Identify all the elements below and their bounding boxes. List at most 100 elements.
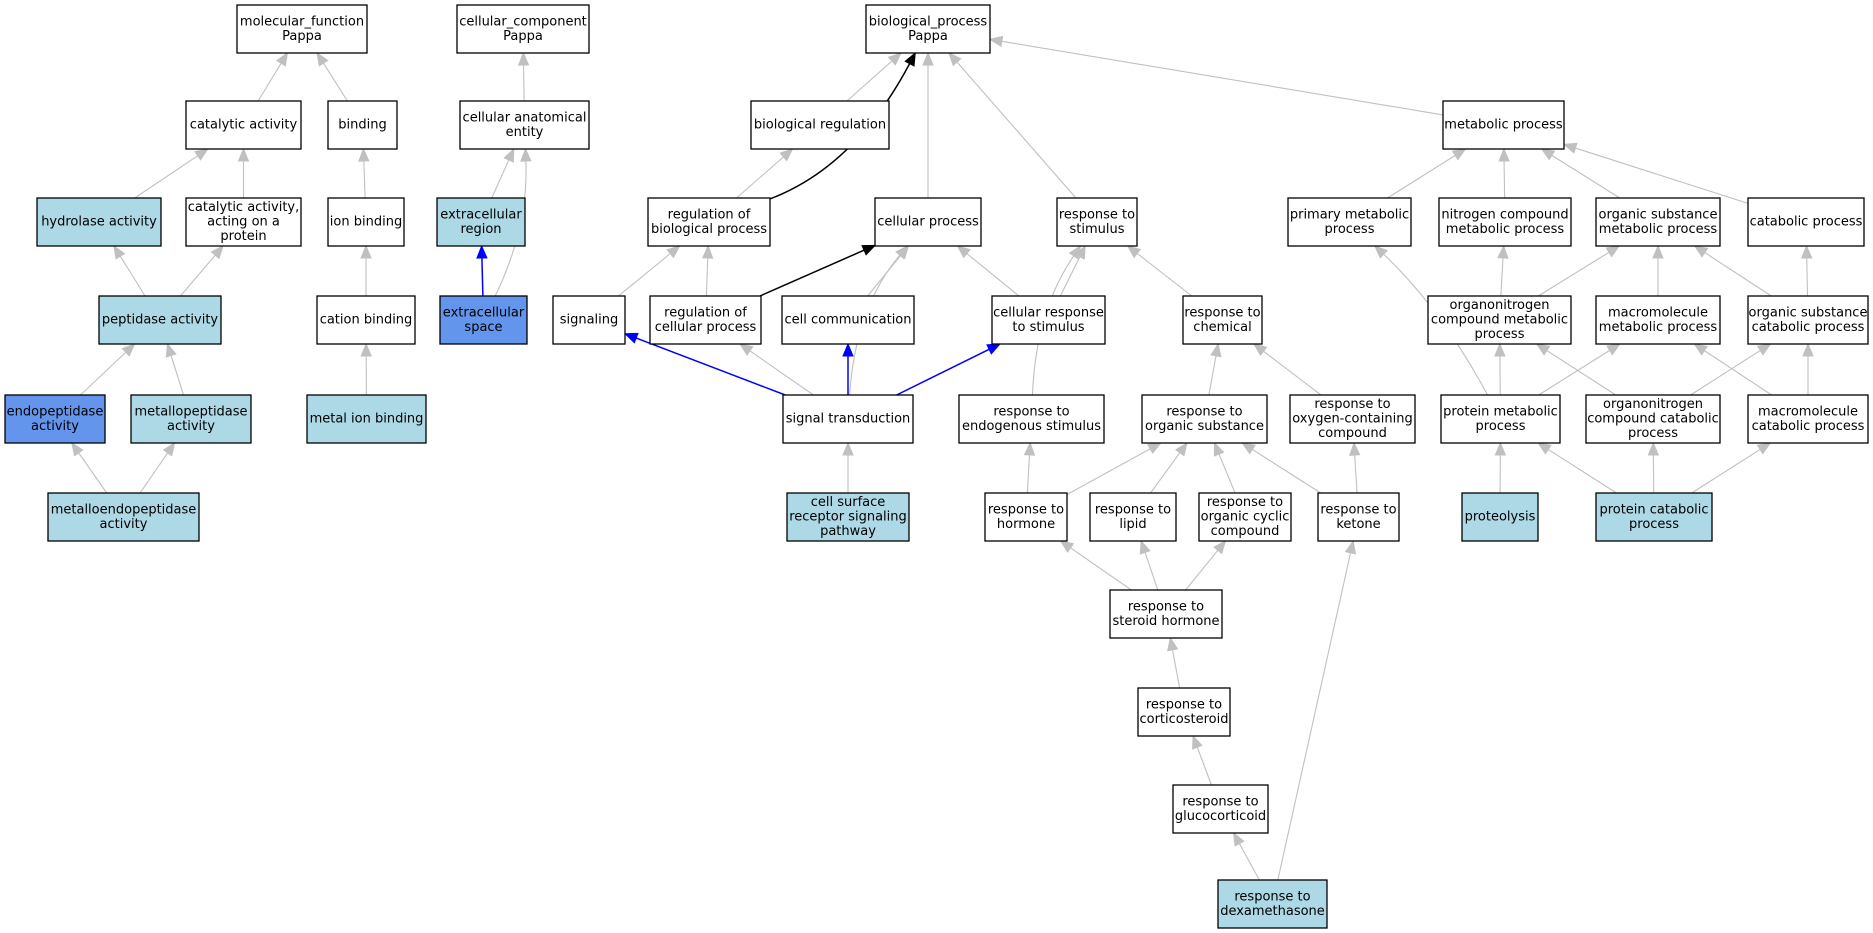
node-box <box>47 492 200 542</box>
edge-line <box>323 62 348 102</box>
edge-line <box>896 348 990 396</box>
edge-line <box>119 255 146 297</box>
edge-protmp-to-mmp <box>1538 343 1621 396</box>
edge-arrowhead <box>1210 342 1222 358</box>
edge-arrowhead <box>194 148 209 161</box>
edge-line <box>1806 257 1809 297</box>
node-box <box>647 197 771 247</box>
node-label: response to <box>1314 397 1390 412</box>
edge-arrowhead <box>1147 442 1162 455</box>
edge-line <box>78 452 108 494</box>
node-label: biological_process <box>869 14 988 29</box>
node-box <box>1747 197 1865 247</box>
edge-arrowhead <box>666 245 681 259</box>
edge-line <box>1070 547 1132 591</box>
node-box <box>1438 197 1572 247</box>
edge-arrowhead <box>904 51 916 67</box>
node-box <box>456 4 590 54</box>
node-box <box>1141 394 1268 444</box>
edge-met-to-bp <box>988 35 1444 116</box>
edge-line <box>1538 251 1610 297</box>
node-label: activity <box>31 419 79 434</box>
edge-arrowhead <box>1174 441 1188 457</box>
node-label: organic substance <box>1749 305 1868 320</box>
edge-mendo-to-metallo <box>139 441 176 494</box>
edge-arrowhead <box>503 147 515 163</box>
edge-line <box>139 452 169 494</box>
node-mib: metal ion binding <box>306 394 427 444</box>
edge-bind-to-mf <box>316 51 348 102</box>
edge-arrowhead <box>210 245 224 260</box>
edge-line <box>180 254 216 297</box>
node-box <box>552 295 626 345</box>
edge-arrowhead <box>701 244 714 259</box>
edge-arrowhead <box>895 245 909 260</box>
node-box <box>782 394 914 444</box>
node-label: macromolecule <box>1758 404 1858 419</box>
node-label: proteolysis <box>1465 510 1536 525</box>
edge-line <box>523 64 525 102</box>
edge-pep-to-catp <box>180 245 224 297</box>
edge-rket-to-ros <box>1241 442 1322 494</box>
edge-line <box>1546 350 1617 396</box>
node-label: response to <box>1095 502 1171 517</box>
edge-arrowhead <box>520 147 532 162</box>
edge-line <box>1704 350 1772 396</box>
node-label: signal transduction <box>786 412 911 427</box>
node-label: metabolic process <box>1599 222 1718 237</box>
edge-rlip-to-ros <box>1150 441 1188 494</box>
edge-metallo-to-pep <box>165 342 185 396</box>
node-box <box>1595 295 1721 345</box>
edge-rdex-to-rgluc <box>1233 831 1260 881</box>
edge-arrowhead <box>986 343 1002 355</box>
node-cellp: cellular process <box>874 197 982 247</box>
edge-rocyc-to-ros <box>1213 441 1236 494</box>
edge-csrsp-to-st <box>842 441 854 493</box>
edge-arrowhead <box>71 441 84 457</box>
edge-arrowhead <box>1802 342 1814 357</box>
node-ionb: ion binding <box>327 197 405 247</box>
edge-arrowhead <box>1535 343 1551 356</box>
node-box <box>4 394 106 444</box>
edge-exr-to-cae <box>491 147 515 199</box>
edge-line <box>1503 160 1506 199</box>
node-box <box>36 197 162 247</box>
edge-line <box>1066 448 1151 495</box>
node-label: Pappa <box>503 29 543 44</box>
edge-oscp-to-osmp <box>1693 245 1772 297</box>
edge-arrowhead <box>1497 244 1509 259</box>
node-label: biological process <box>651 222 767 237</box>
node-box <box>1595 197 1721 247</box>
node-label: response to <box>1128 599 1204 614</box>
node-label: process <box>1475 327 1525 342</box>
edge-arrowhead <box>1536 442 1552 455</box>
edge-arrowhead <box>316 51 329 67</box>
node-box <box>439 295 528 345</box>
node-catab: catabolic process <box>1747 197 1865 247</box>
edge-arrowhead <box>1451 148 1467 161</box>
node-label: organonitrogen <box>1603 397 1703 412</box>
edge-exs-to-exr <box>476 244 488 297</box>
node-label: metal ion binding <box>310 412 424 427</box>
edge-arrowhead <box>1023 441 1036 456</box>
edge-line <box>1059 256 1081 297</box>
node-label: response to <box>1182 794 1258 809</box>
edge-arrowhead <box>1167 636 1179 652</box>
edge-arrowhead <box>1647 441 1660 456</box>
edge-rcp-to-rbp <box>701 244 714 297</box>
node-box <box>1287 197 1412 247</box>
edge-endo-to-pep <box>80 343 136 396</box>
